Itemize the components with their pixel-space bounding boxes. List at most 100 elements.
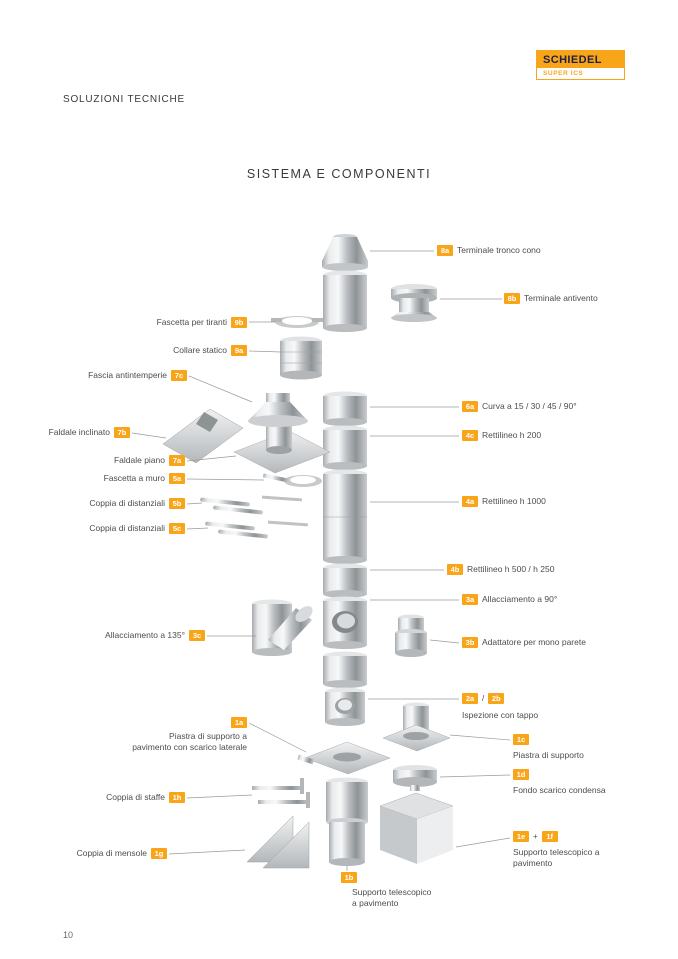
part-code-badge: 1d (513, 769, 529, 780)
brand-logo: SCHIEDEL SUPER ICS (536, 50, 625, 80)
callout-6a: 6a Curva a 15 / 30 / 45 / 90° (462, 401, 577, 412)
part-code-badge: 4c (462, 430, 478, 441)
part-code-badge: 8b (504, 293, 520, 304)
callout-1c: 1c (513, 734, 529, 745)
part-label: Ispezione con tappo (462, 710, 539, 720)
callout-3a: 3a Allacciamento a 90° (462, 594, 557, 605)
callout-1e-1f: 1e + 1f (513, 831, 558, 842)
part-rettilineo-500 (323, 563, 367, 598)
part-code-badge: 1b (341, 872, 357, 883)
part-code-badge: 4a (462, 496, 478, 507)
callout-1a: 1a (231, 717, 247, 728)
part-mensole (246, 815, 310, 869)
part-fascetta-muro (262, 473, 322, 487)
part-supporto-telescopico-right (379, 792, 454, 864)
section-title: SOLUZIONI TECNICHE (63, 94, 186, 105)
callout-4b: 4b Rettilineo h 500 / h 250 (447, 564, 554, 575)
part-label: Supporto telescopico a pavimento (513, 847, 600, 869)
callout-1h: Coppia di staffe 1h (106, 792, 185, 803)
callout-9b: Fascetta per tiranti 9b (157, 317, 247, 328)
part-label: Allacciamento a 90° (482, 594, 558, 605)
part-label: Coppia di staffe (106, 792, 165, 803)
part-label: Piastra di supporto (513, 750, 584, 760)
part-label: Piastra di supporto a pavimento con scar… (132, 731, 247, 753)
part-code-badge: 1f (541, 831, 558, 842)
part-label: Rettilineo h 500 / h 250 (467, 564, 555, 575)
part-ispezione (325, 687, 365, 726)
callout-3b: 3b Adattatore per mono parete (462, 637, 586, 648)
callout-7b: Faldale inclinato 7b (49, 427, 130, 438)
part-code-badge: 5b (169, 498, 185, 509)
part-code-badge: 5a (169, 473, 185, 484)
part-label: Terminale antivento (524, 293, 598, 304)
callout-5c: Coppia di distanziali 5c (89, 523, 185, 534)
part-rettilineo-1000 (323, 469, 367, 564)
part-label: Terminale tronco cono (457, 245, 541, 256)
callout-3c: Allacciamento a 135° 3c (105, 630, 205, 641)
part-label: Faldale inclinato (48, 427, 110, 438)
leader-lines (131, 250, 511, 871)
part-code-badge: 7c (171, 370, 187, 381)
page-number: 10 (63, 930, 74, 940)
callout-8a: 8a Terminale tronco cono (437, 245, 541, 256)
callout-9a: Collare statico 9a (173, 345, 247, 356)
part-distanziali-1 (200, 495, 303, 515)
part-code-badge: 7a (169, 455, 185, 466)
part-label: Rettilineo h 1000 (482, 496, 546, 507)
part-adattatore-mono-parete (395, 614, 427, 657)
part-label: Fascetta per tiranti (156, 317, 227, 328)
part-rettilineo-200 (323, 425, 367, 470)
part-fascia-antintemperie (248, 393, 308, 427)
callout-7a: Faldale piano 7a (114, 455, 185, 466)
part-piastra-scarico-laterale (297, 741, 391, 775)
part-collare-statico (280, 336, 322, 380)
callout-1b: 1b (341, 872, 357, 883)
part-code-badge: 9a (231, 345, 247, 356)
part-code-badge: 1e (513, 831, 529, 842)
part-allacciamento-90 (323, 596, 367, 649)
part-label: Allacciamento a 135° (105, 630, 185, 641)
part-code-badge: 1g (151, 848, 167, 859)
part-label: Supporto telescopico a pavimento (352, 887, 432, 909)
part-code-badge: 3a (462, 594, 478, 605)
part-label: Rettilineo h 200 (482, 430, 542, 441)
page-title: SISTEMA E COMPONENTI (246, 167, 432, 181)
part-code-badge: 3b (462, 637, 478, 648)
part-code-badge: 1a (231, 717, 247, 728)
part-label: Adattatore per mono parete (482, 637, 586, 648)
part-code-badge: 2b (488, 693, 505, 704)
code-separator: / (482, 693, 485, 703)
code-separator: + (533, 831, 538, 841)
part-label: Fascia antintemperie (88, 370, 167, 381)
part-label: Collare statico (173, 345, 227, 356)
part-label: Faldale piano (113, 455, 165, 466)
part-code-badge: 1c (513, 734, 529, 745)
callout-4a: 4a Rettilineo h 1000 (462, 496, 546, 507)
part-code-badge: 7b (114, 427, 130, 438)
part-code-badge: 3c (189, 630, 205, 641)
part-label: Coppia di mensole (76, 848, 147, 859)
part-piastra-supporto (382, 702, 451, 752)
brand-name: SCHIEDEL (537, 51, 624, 68)
brand-subtitle: SUPER ICS (537, 68, 624, 79)
part-code-badge: 1h (169, 792, 185, 803)
callout-1d: 1d (513, 769, 529, 780)
callout-8b: 8b Terminale antivento (504, 293, 598, 304)
part-code-badge: 9b (231, 317, 247, 328)
part-staffe (252, 778, 310, 808)
part-curva (323, 391, 367, 426)
part-label: Fascetta a muro (103, 473, 165, 484)
callout-1g: Coppia di mensole 1g (77, 848, 167, 859)
part-fascetta-tiranti (271, 316, 323, 328)
callout-7c: Fascia antintemperie 7c (88, 370, 187, 381)
part-pipe-top (323, 270, 367, 332)
part-label: Fondo scarico condensa (513, 785, 606, 795)
part-fondo-scarico (393, 765, 437, 791)
part-pipe-lower (323, 651, 367, 688)
callout-2a-2b: 2a / 2b (462, 693, 505, 704)
callout-4c: 4c Rettilineo h 200 (462, 430, 541, 441)
part-allacciamento-135 (252, 599, 313, 656)
callout-5a: Fascetta a muro 5a (104, 473, 185, 484)
